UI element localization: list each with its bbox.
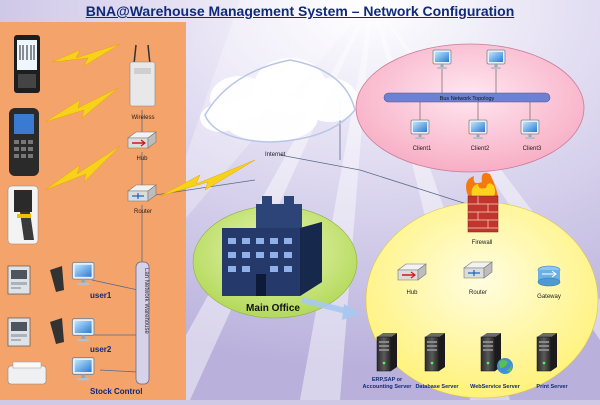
bus-label: Bus Network Topology — [440, 96, 495, 102]
arrow-icon — [301, 297, 351, 315]
page-title: BNA@Warehouse Management System – Networ… — [85, 3, 515, 19]
hub-icon — [127, 131, 157, 149]
print-server-label: Print Server — [536, 384, 568, 390]
firewall-icon — [466, 173, 499, 233]
wireless-access-point-icon — [129, 44, 156, 107]
cloud-icon — [200, 58, 358, 143]
hub-right-label: Hub — [406, 290, 418, 296]
internet-label: Internet — [265, 152, 286, 158]
erp-server-label-line1: ERP,SAP or — [372, 377, 403, 383]
arrow-icon — [342, 304, 360, 320]
lightning-icon — [44, 43, 256, 197]
router-left-label: Router — [134, 209, 152, 215]
client3-label: Client3 — [523, 146, 542, 152]
globe-icon — [497, 358, 513, 374]
stock-control-label: Stock Control — [90, 387, 142, 396]
router-icon — [463, 261, 493, 279]
handheld-scanner-icon — [14, 35, 40, 93]
building-icon — [222, 196, 322, 296]
server-icon — [536, 332, 558, 372]
lan-bar: Lan Network Warehouse — [135, 261, 150, 385]
main-office-label: Main Office — [246, 303, 300, 314]
bus-bar — [383, 92, 551, 103]
printer-icon — [7, 265, 31, 295]
firewall-label: Firewall — [472, 240, 493, 246]
gateway-icon — [537, 265, 561, 287]
router-icon — [127, 184, 157, 202]
router-right-label: Router — [469, 290, 487, 296]
gun-scanner-icon — [7, 185, 39, 245]
client1-label: Client1 — [413, 146, 432, 152]
server-icon — [424, 332, 446, 372]
barcode-scanner-icon — [9, 108, 39, 176]
server-icon — [376, 332, 398, 372]
printer-icon — [7, 361, 47, 385]
erp-server-label-line2: Accounting Server — [363, 384, 413, 390]
hub-left-label: Hub — [136, 156, 148, 162]
gateway-label: Gateway — [537, 294, 561, 300]
client2-label: Client2 — [471, 146, 490, 152]
user1-label: user1 — [90, 291, 112, 300]
lan-label: Lan Network Warehouse — [143, 268, 149, 334]
hub-icon — [397, 263, 427, 281]
barcode-scanner-icon — [50, 266, 64, 344]
bus-network-ellipse — [355, 43, 585, 173]
user2-label: user2 — [90, 345, 112, 354]
webservice-server-label: WebService Server — [470, 384, 521, 390]
wireless-label: Wireless — [131, 115, 154, 121]
printer-icon — [7, 317, 31, 347]
database-server-label: Database Server — [415, 384, 459, 390]
